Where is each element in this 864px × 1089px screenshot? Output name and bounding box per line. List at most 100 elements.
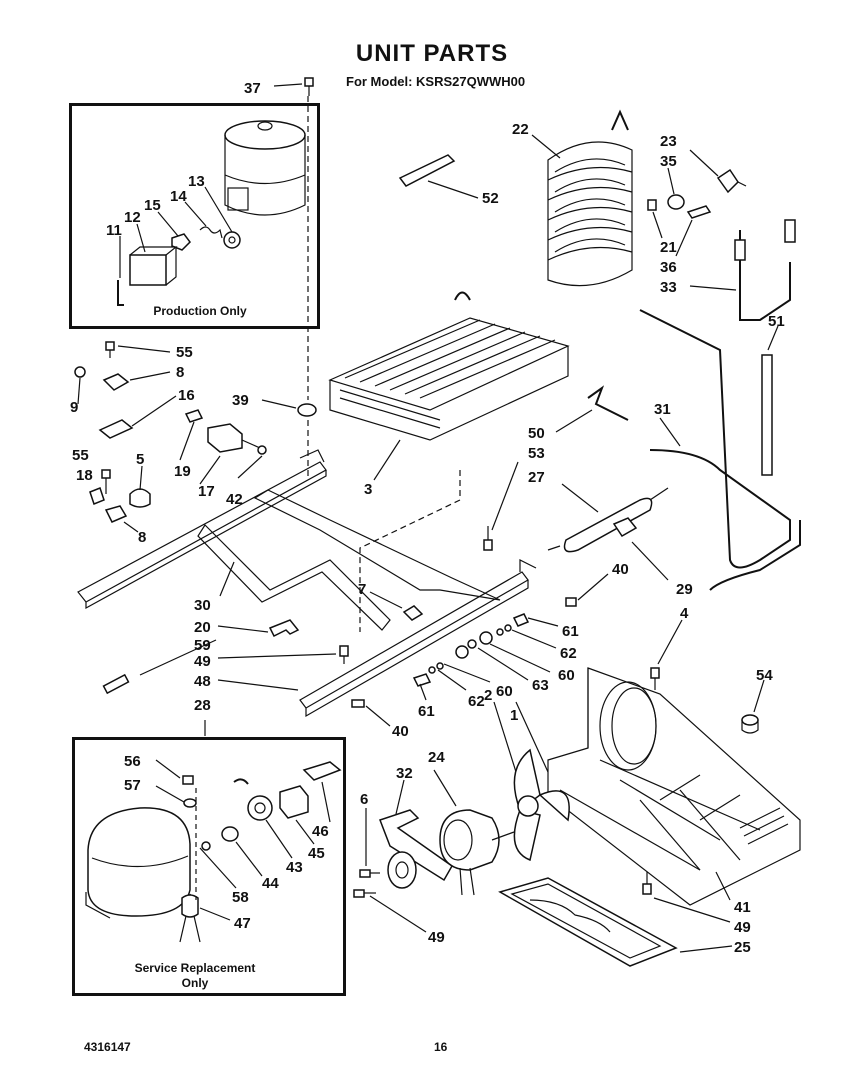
callout-12: 12 — [124, 209, 141, 226]
clamp-8a — [102, 373, 130, 391]
part-18 — [89, 487, 105, 505]
accumulator-27 — [547, 487, 669, 553]
service-label-line2: Only — [181, 976, 209, 990]
model-subtitle: For Model: KSRS27QWWH00 — [346, 74, 526, 89]
washer-57 — [183, 798, 197, 808]
callout-7: 7 — [358, 581, 366, 598]
production-only-label: Production Only — [153, 304, 247, 318]
callout-37: 37 — [244, 80, 261, 97]
callout-8-lower: 8 — [138, 529, 146, 546]
callout-2: 2 — [484, 687, 492, 704]
callout-56: 56 — [124, 753, 141, 770]
grommet-54 — [741, 714, 759, 734]
callout-22: 22 — [512, 121, 529, 138]
screw-37 — [304, 77, 314, 96]
capacitor-47 — [179, 894, 201, 943]
overload-protector — [223, 231, 241, 249]
callout-8-upper: 8 — [176, 364, 184, 381]
screw-40a — [565, 597, 577, 607]
terminal-cover-15 — [171, 233, 191, 251]
callout-50: 50 — [528, 425, 545, 442]
relay-17 — [207, 423, 243, 453]
drain-pan-25 — [498, 877, 678, 967]
callout-61-lower: 61 — [418, 703, 435, 720]
service-replacement-box — [72, 737, 346, 996]
callout-21: 21 — [660, 239, 677, 256]
callout-16: 16 — [178, 387, 195, 404]
callout-42: 42 — [226, 491, 243, 508]
callout-45: 45 — [308, 845, 325, 862]
part-9 — [74, 366, 86, 378]
clip-14 — [199, 226, 223, 239]
strip-51 — [761, 354, 773, 476]
production-only-box — [69, 103, 320, 329]
callout-18: 18 — [76, 467, 93, 484]
fan-motor-24 — [439, 809, 515, 896]
page-number: 16 — [434, 1040, 448, 1054]
base-pan-41 — [547, 667, 801, 906]
callout-9: 9 — [70, 399, 78, 416]
callout-49-bottom: 49 — [428, 929, 445, 946]
callout-31: 31 — [654, 401, 671, 418]
callout-63: 63 — [532, 677, 549, 694]
overload-43 — [247, 795, 273, 821]
clamp-29 — [612, 517, 638, 537]
page-title: UNIT PARTS — [355, 40, 509, 67]
document-number: 4316147 — [84, 1040, 131, 1054]
callout-60-mid: 60 — [496, 683, 513, 700]
bracket-20 — [268, 619, 300, 638]
callout-14: 14 — [170, 188, 187, 205]
callout-62-upper: 62 — [560, 645, 577, 662]
fan-blade-2 — [513, 748, 570, 862]
callout-36: 36 — [660, 259, 677, 276]
callout-48: 48 — [194, 673, 211, 690]
callout-15: 15 — [144, 197, 161, 214]
callout-40-upper: 40 — [612, 561, 629, 578]
screw-53 — [483, 526, 493, 551]
callout-52: 52 — [482, 190, 499, 207]
compressor-service — [85, 807, 197, 919]
callout-55-lower: 55 — [72, 447, 89, 464]
grommet-39 — [297, 403, 317, 417]
clip-44 — [221, 778, 249, 842]
callout-43: 43 — [286, 859, 303, 876]
tube-33 — [734, 219, 796, 321]
callout-20: 20 — [194, 619, 211, 636]
callout-49-right: 49 — [734, 919, 751, 936]
callout-58: 58 — [232, 889, 249, 906]
fasteners-lower — [412, 662, 444, 687]
relay-12 — [129, 246, 178, 286]
callout-40-lower: 40 — [392, 723, 409, 740]
bracket-35 — [667, 194, 685, 210]
clamp-8b — [104, 505, 128, 523]
evaporator-22 — [547, 109, 633, 287]
compressor-production — [224, 120, 306, 216]
callout-44: 44 — [262, 875, 279, 892]
callout-27: 27 — [528, 469, 545, 486]
callout-57: 57 — [124, 777, 141, 794]
callout-51: 51 — [768, 313, 785, 330]
callout-19: 19 — [174, 463, 191, 480]
clip-36 — [686, 205, 712, 219]
callout-17: 17 — [198, 483, 215, 500]
fasteners-upper — [455, 613, 530, 659]
screw-55a — [105, 341, 115, 358]
relay-45 — [279, 785, 309, 819]
screw-49a — [339, 645, 349, 664]
screw-21 — [647, 199, 657, 211]
callout-3: 3 — [364, 481, 372, 498]
callout-25: 25 — [734, 939, 751, 956]
callout-24: 24 — [428, 749, 445, 766]
thermostat-23 — [716, 168, 747, 194]
callout-35: 35 — [660, 153, 677, 170]
callout-53: 53 — [528, 445, 545, 462]
callout-62-lower: 62 — [468, 693, 485, 710]
callout-30: 30 — [194, 597, 211, 614]
part-7 — [402, 605, 424, 621]
heater-strip-52 — [398, 154, 456, 187]
screw-6 — [359, 869, 380, 878]
callout-46: 46 — [312, 823, 329, 840]
service-replacement-label: Service Replacement Only — [100, 961, 290, 991]
clip-50 — [587, 385, 629, 421]
